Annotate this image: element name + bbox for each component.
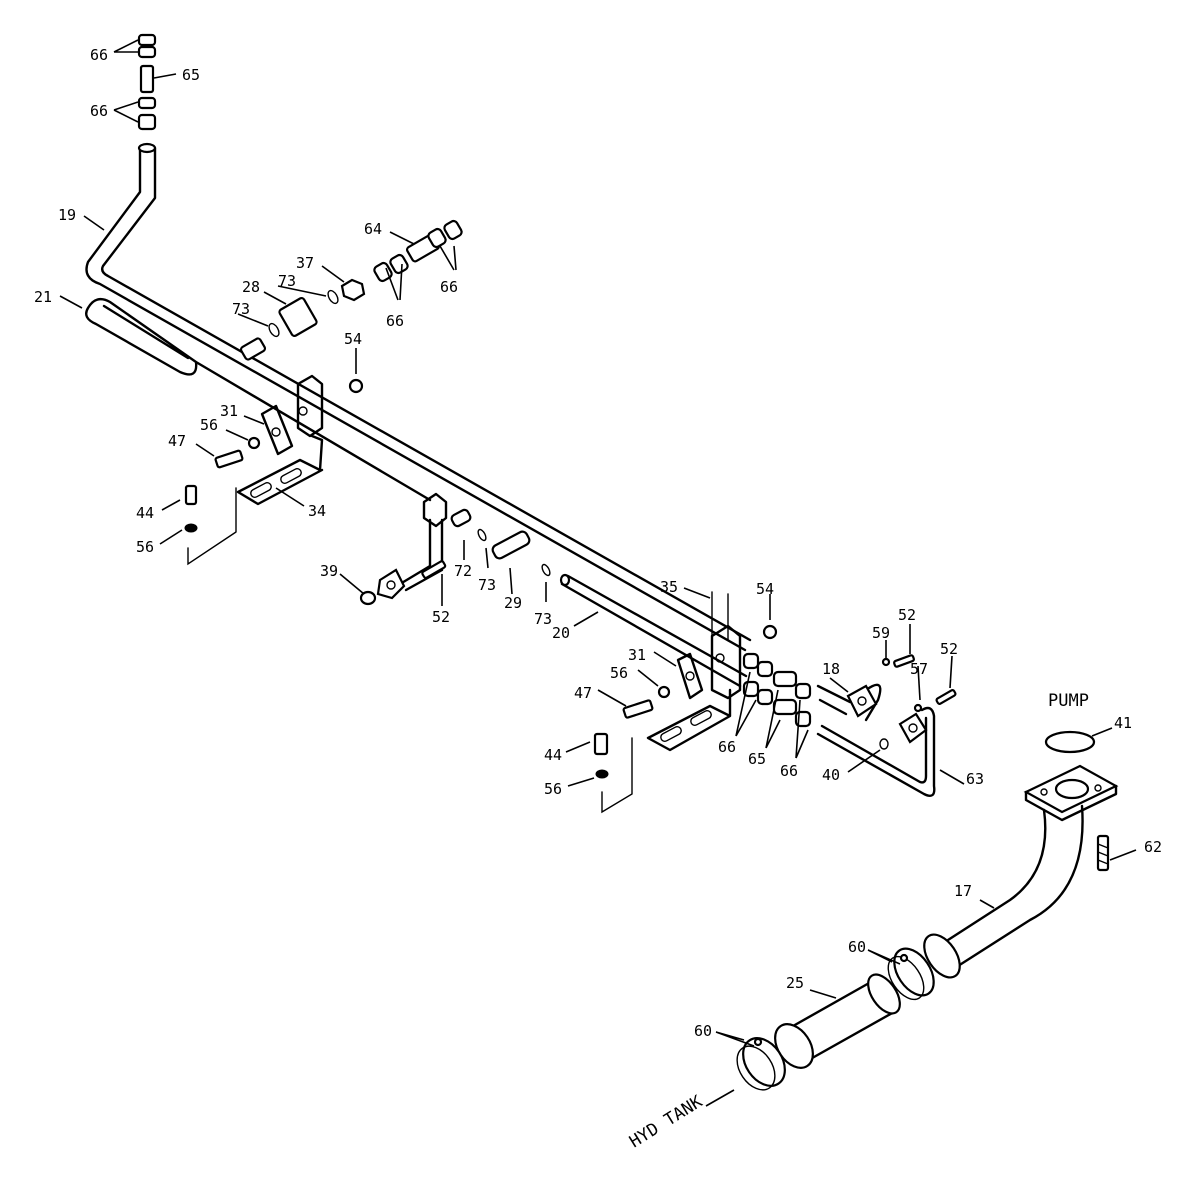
label-73-mid-left: 73 <box>478 576 496 594</box>
label-54-upper: 54 <box>344 330 362 348</box>
hose-25-clamps <box>736 947 935 1091</box>
label-35: 35 <box>660 578 678 596</box>
label-60-upper: 60 <box>848 938 866 956</box>
label-31-lower: 31 <box>628 646 646 664</box>
mid-fittings <box>450 508 551 577</box>
label-72: 72 <box>454 562 472 580</box>
pump-flange-17 <box>923 730 1119 979</box>
label-34: 34 <box>308 502 326 520</box>
label-66-upper-mid: 66 <box>386 312 404 330</box>
leader-lines <box>59 39 1137 1107</box>
callout-labels: 66 65 66 19 21 64 37 28 73 73 66 66 54 3… <box>34 46 1162 1152</box>
label-39: 39 <box>320 562 338 580</box>
label-41: 41 <box>1114 714 1132 732</box>
label-66-lower-left: 66 <box>718 738 736 756</box>
label-57: 57 <box>910 660 928 678</box>
tube-39-flange <box>359 492 448 606</box>
label-56-upper-lower: 56 <box>136 538 154 556</box>
label-17: 17 <box>954 882 972 900</box>
label-31-upper: 31 <box>220 402 238 420</box>
label-18: 18 <box>822 660 840 678</box>
label-65-lower: 65 <box>748 750 766 768</box>
bracket-31-lower <box>593 591 778 814</box>
label-66-top: 66 <box>90 46 108 64</box>
label-56-lower-lower: 56 <box>544 780 562 798</box>
label-19: 19 <box>58 206 76 224</box>
label-65-top: 65 <box>182 66 200 84</box>
label-25: 25 <box>786 974 804 992</box>
label-64: 64 <box>364 220 382 238</box>
tube-63 <box>816 706 936 797</box>
tube-21 <box>85 297 432 502</box>
label-20: 20 <box>552 624 570 642</box>
label-40: 40 <box>822 766 840 784</box>
label-56-upper: 56 <box>200 416 218 434</box>
label-66-upper-right: 66 <box>440 278 458 296</box>
upper-fittings <box>239 219 463 361</box>
label-52-right: 52 <box>940 640 958 658</box>
label-44-upper: 44 <box>136 504 154 522</box>
tube-19 <box>85 146 752 652</box>
top-fitting-stack <box>137 33 157 131</box>
bracket-31-34-left <box>184 374 324 566</box>
label-66-top-lower: 66 <box>90 102 108 120</box>
label-63: 63 <box>966 770 984 788</box>
label-21: 21 <box>34 288 52 306</box>
label-47-lower: 47 <box>574 684 592 702</box>
label-62: 62 <box>1144 838 1162 856</box>
lower-fittings <box>742 652 812 728</box>
label-52-left: 52 <box>432 608 450 626</box>
label-37: 37 <box>296 254 314 272</box>
label-52-mid: 52 <box>898 606 916 624</box>
label-73-mid-right: 73 <box>534 610 552 628</box>
label-60-lower: 60 <box>694 1022 712 1040</box>
label-54-lower: 54 <box>756 580 774 598</box>
label-pump: PUMP <box>1048 691 1089 711</box>
label-47-upper: 47 <box>168 432 186 450</box>
label-73-upper-right: 73 <box>278 272 296 290</box>
nut-54-upper <box>348 378 364 394</box>
label-66-lower-right: 66 <box>780 762 798 780</box>
label-56-lower: 56 <box>610 664 628 682</box>
label-hyd-tank: HYD TANK <box>626 1091 707 1152</box>
diagram-parts <box>85 33 1119 1091</box>
label-44-lower: 44 <box>544 746 562 764</box>
tube-18 <box>816 683 882 722</box>
label-73-upper-left: 73 <box>232 300 250 318</box>
label-29: 29 <box>504 594 522 612</box>
label-59: 59 <box>872 624 890 642</box>
label-28: 28 <box>242 278 260 296</box>
